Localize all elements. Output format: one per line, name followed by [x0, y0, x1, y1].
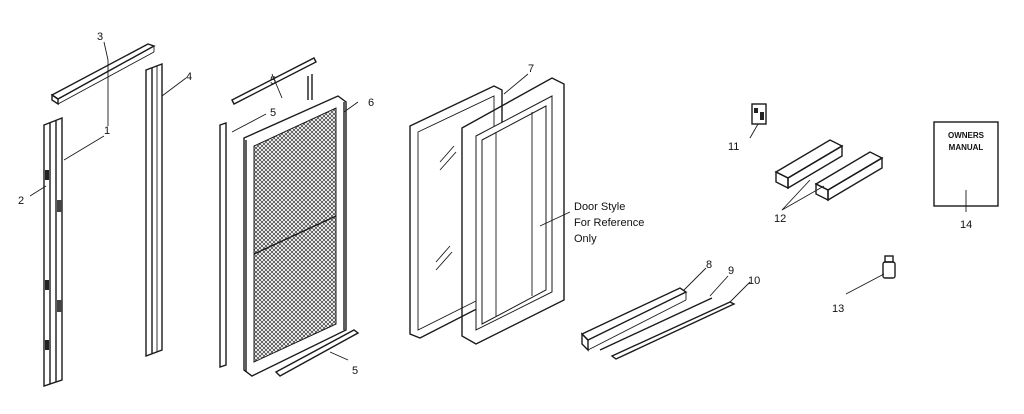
- callout-5-top: 5: [270, 75, 276, 87]
- callout-7: 7: [528, 63, 534, 75]
- door-style-note-line2: For Reference: [574, 217, 644, 229]
- callout-12: 12: [774, 213, 786, 225]
- weatherstrip-top-part: [231, 57, 317, 105]
- callout-9: 9: [728, 265, 734, 277]
- hinge-jamb-part: [43, 116, 63, 387]
- weatherstrip-bottom-part: [274, 329, 360, 377]
- callout-14: 14: [960, 219, 972, 231]
- strike-jamb-part: [145, 62, 163, 358]
- bottom-expander-part: [580, 287, 688, 352]
- latch-part: [751, 103, 767, 125]
- sweep-part: [599, 297, 713, 351]
- wood-block-part: [774, 139, 884, 202]
- screen-insert-part: [243, 95, 347, 377]
- bottle-part: [882, 255, 896, 279]
- callout-13: 13: [832, 303, 844, 315]
- weatherstrip-side-part: [219, 74, 313, 368]
- callout-4: 4: [186, 71, 192, 83]
- door-style-note-line1: Door Style: [574, 201, 625, 213]
- callout-10: 10: [748, 275, 760, 287]
- manual-title-line2: MANUAL: [949, 143, 984, 152]
- drip-cap-part: [610, 301, 736, 360]
- callout-2: 2: [18, 195, 24, 207]
- door-style-note-line3: Only: [574, 233, 597, 245]
- door-frame-part: [461, 77, 565, 345]
- callout-1: 1: [104, 125, 110, 137]
- callout-11: 11: [728, 141, 739, 153]
- callout-3: 3: [97, 31, 103, 43]
- leader-lines: [29, 41, 967, 361]
- callout-8: 8: [706, 259, 712, 271]
- callout-5-bottom: 5: [352, 365, 358, 377]
- callout-5-side: 5: [270, 107, 276, 119]
- callout-6: 6: [368, 97, 374, 109]
- header-rail-part: [50, 43, 156, 106]
- manual-title-line1: OWNERS: [948, 131, 985, 140]
